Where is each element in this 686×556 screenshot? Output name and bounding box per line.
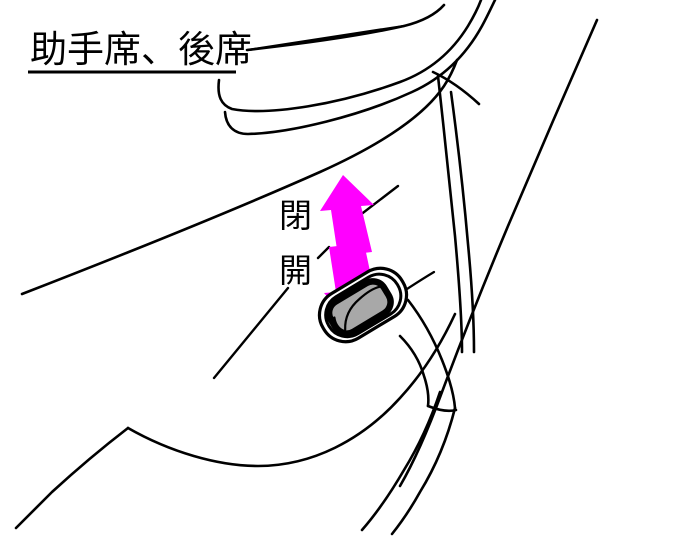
door-panel-outlines bbox=[14, 0, 599, 536]
door-pull-recess-lower bbox=[223, 0, 497, 136]
open-label-leader bbox=[316, 245, 331, 260]
switch-rocker-lip bbox=[333, 316, 348, 333]
b-pillar-line-inner bbox=[436, 74, 464, 354]
power-window-switch[interactable] bbox=[310, 259, 416, 351]
seat-edge-line bbox=[398, 18, 599, 488]
label-open: 開 bbox=[279, 251, 312, 290]
window-sill-line bbox=[245, 3, 446, 52]
armrest-bottom-curve bbox=[126, 312, 457, 468]
switch-direction-labels: 閉 開 bbox=[279, 196, 312, 290]
title-group: 助手席、後席 bbox=[28, 28, 252, 74]
armrest-top-trim-line bbox=[20, 58, 459, 296]
page-title: 助手席、後席 bbox=[30, 28, 252, 71]
seat-corner-curve bbox=[390, 406, 457, 536]
switch-rocker-face[interactable] bbox=[324, 277, 395, 339]
switch-rocker-highlight bbox=[344, 285, 382, 331]
title-leader-line bbox=[246, 24, 406, 52]
close-arrow-up bbox=[320, 175, 374, 256]
open-lower-leader bbox=[212, 286, 290, 380]
door-pull-recess-upper bbox=[217, 0, 483, 113]
lower-right-trim-line bbox=[360, 390, 442, 532]
trim-junction-branch bbox=[431, 70, 481, 106]
label-close: 閉 bbox=[279, 196, 312, 235]
pillar-foot-inner-curve bbox=[398, 334, 430, 408]
b-pillar-line-outer bbox=[449, 90, 476, 354]
pillar-foot-curve bbox=[406, 298, 457, 410]
armrest-lower-left-line bbox=[14, 426, 130, 530]
